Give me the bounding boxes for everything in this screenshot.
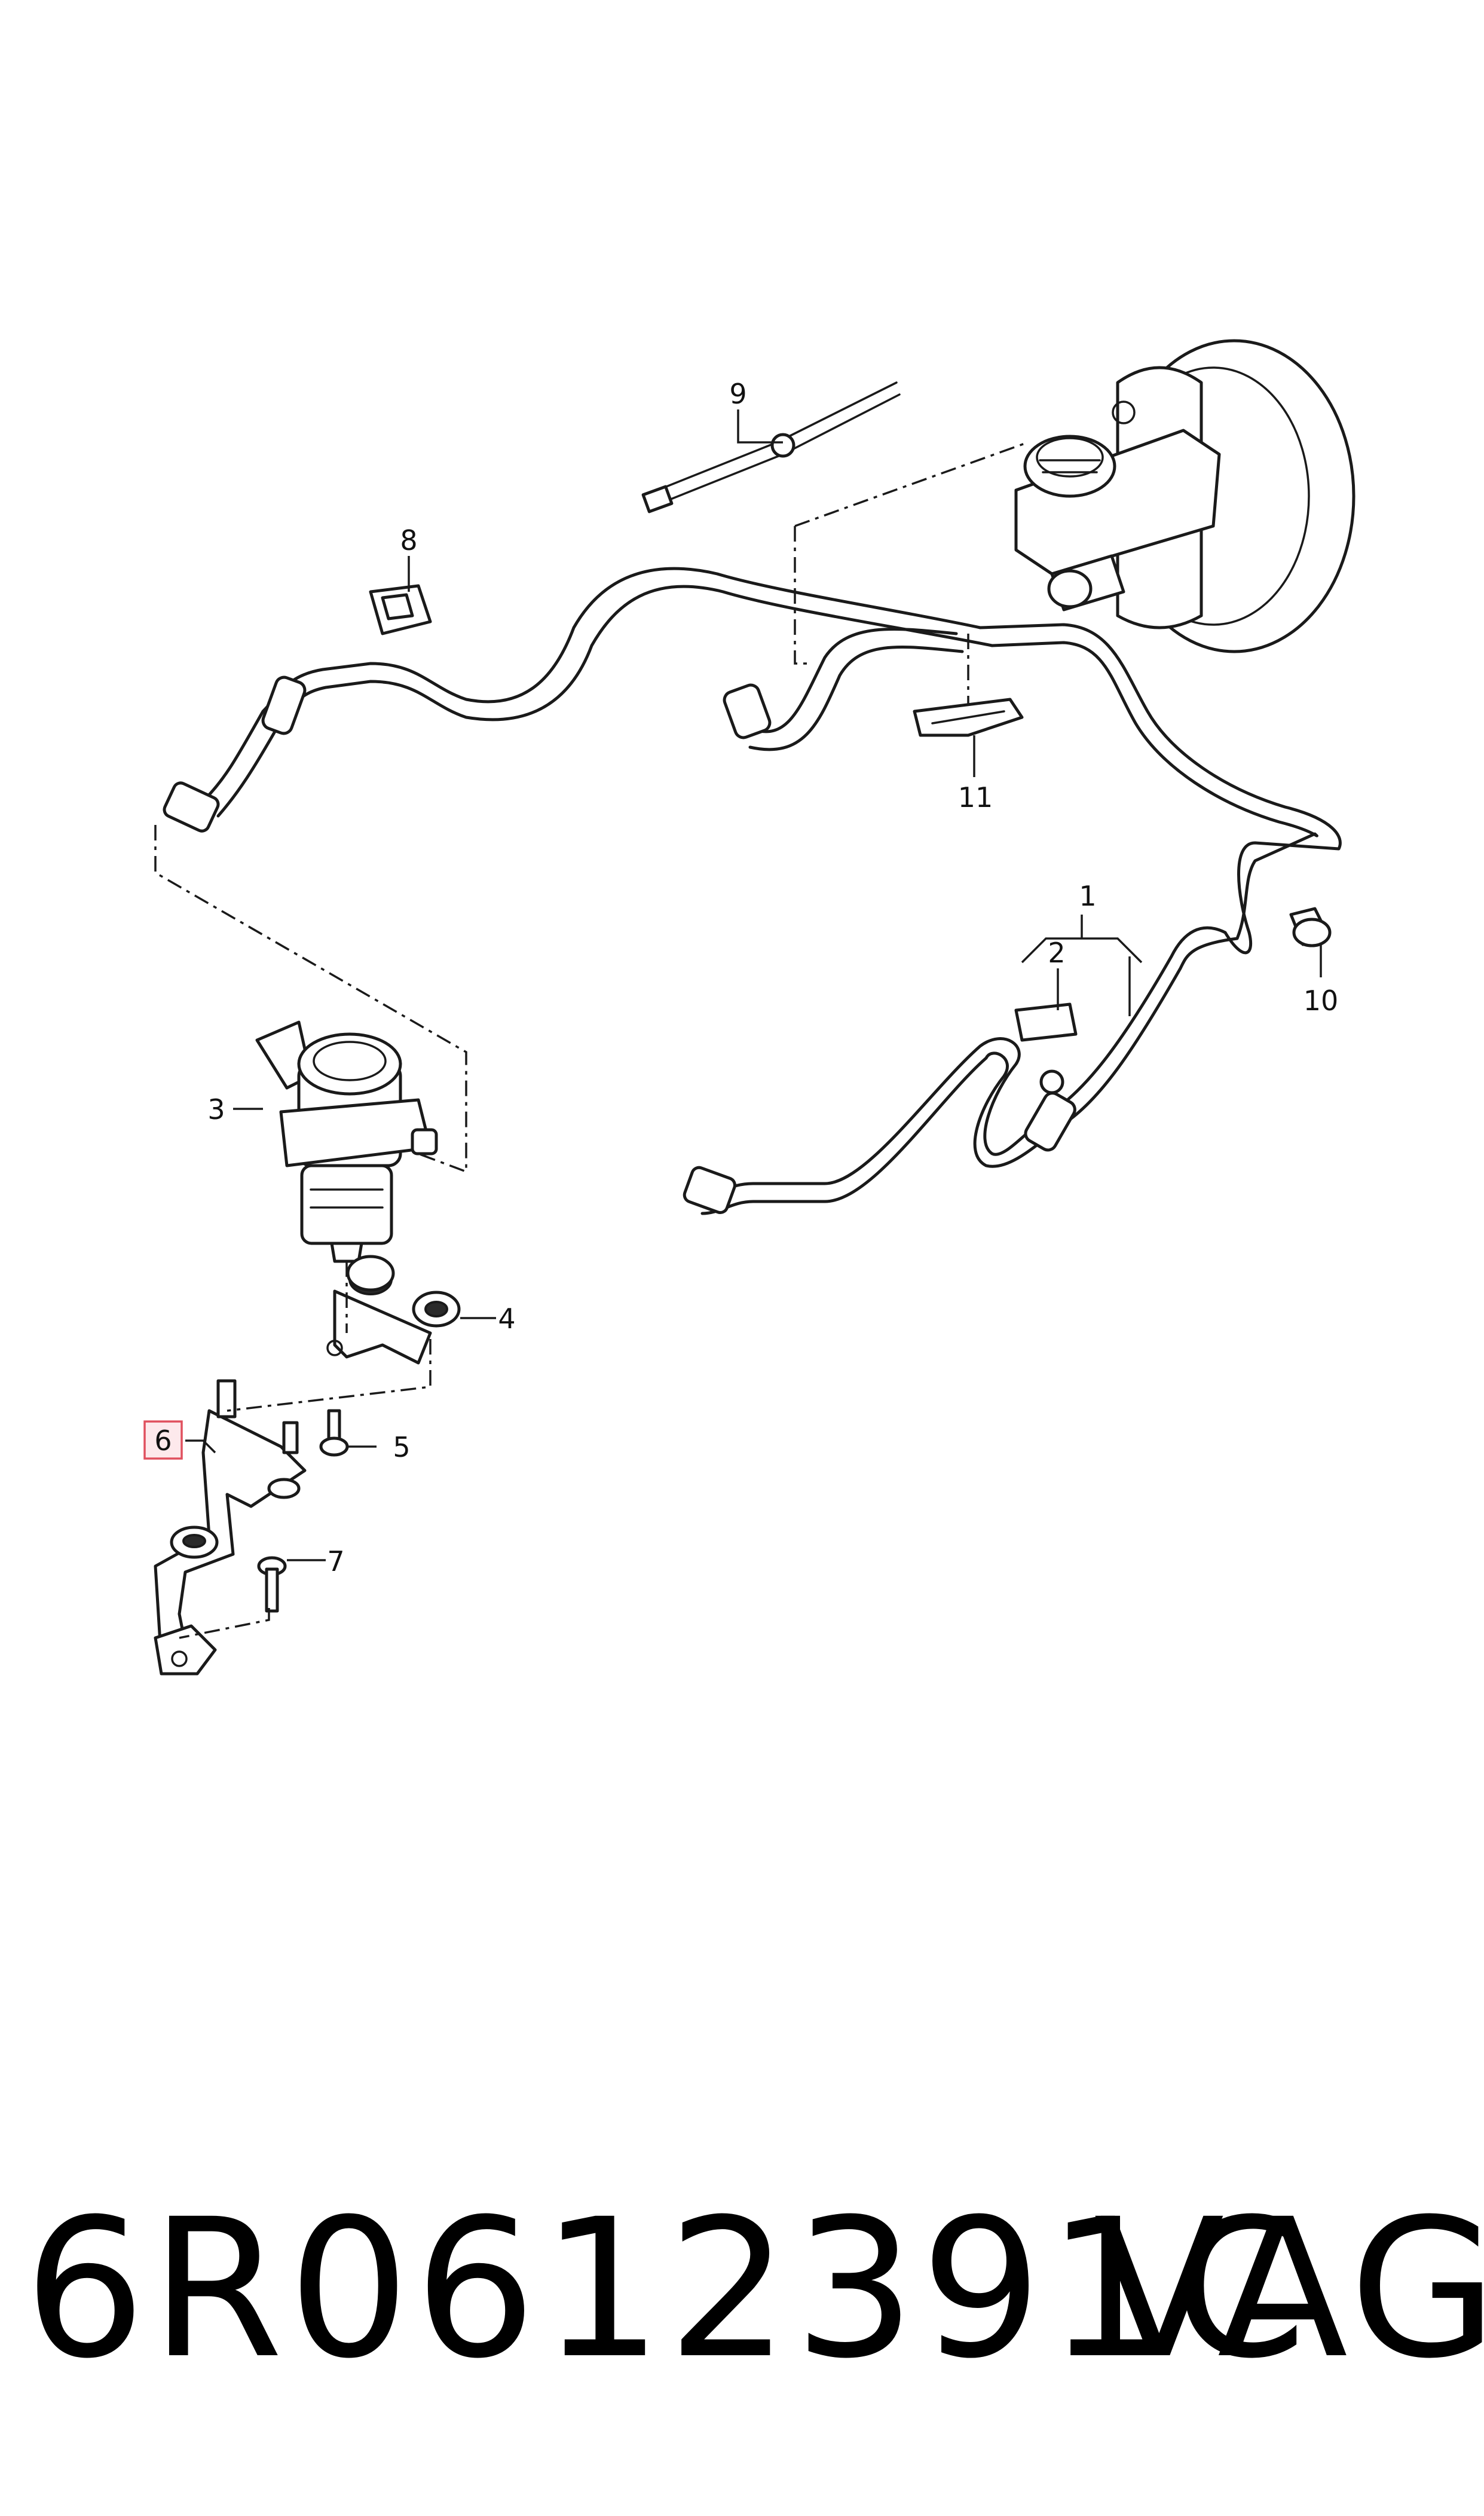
callout-4: 4 [498, 1303, 515, 1335]
callout-7: 7 [327, 1545, 344, 1578]
bolt-5 [319, 1409, 349, 1457]
callout-8: 8 [400, 524, 417, 557]
callout-6-highlight: 6 [143, 1420, 183, 1460]
callout-1: 1 [1079, 880, 1096, 912]
callout-3: 3 [207, 1093, 225, 1126]
vacuum-hose-long [683, 623, 1342, 1215]
vacuum-hose-branch [723, 627, 964, 751]
cable-tie-9 [641, 381, 901, 513]
callout-6: 6 [154, 1424, 172, 1457]
callout-11: 11 [958, 781, 993, 814]
callout-10: 10 [1304, 985, 1339, 1017]
hose-clip-10 [1289, 907, 1332, 947]
callout-1-bracket [1021, 915, 1143, 1016]
callout-5: 5 [393, 1431, 410, 1463]
pressure-sensor-2 [1014, 1002, 1078, 1095]
callout-9: 9 [729, 378, 746, 410]
damper-bracket-4 [326, 1255, 461, 1365]
assembly-lines [154, 441, 1029, 1639]
brand-label: VAG [1094, 2178, 1484, 2401]
footer: 6R0612391C VAG [0, 2176, 1484, 2403]
part-number-label: 6R0612391C [24, 2178, 1312, 2401]
hose-bracket-11 [913, 698, 1024, 737]
hose-clip-8 [369, 584, 432, 635]
vacuum-pump-3 [255, 1020, 438, 1263]
callout-2: 2 [1048, 937, 1065, 969]
master-cylinder-reservoir [1014, 429, 1221, 612]
bolt-7 [257, 1556, 287, 1613]
leader-lines [185, 409, 1322, 1561]
mounting-bracket-6 [154, 1379, 307, 1676]
vacuum-hose-main [163, 567, 994, 833]
